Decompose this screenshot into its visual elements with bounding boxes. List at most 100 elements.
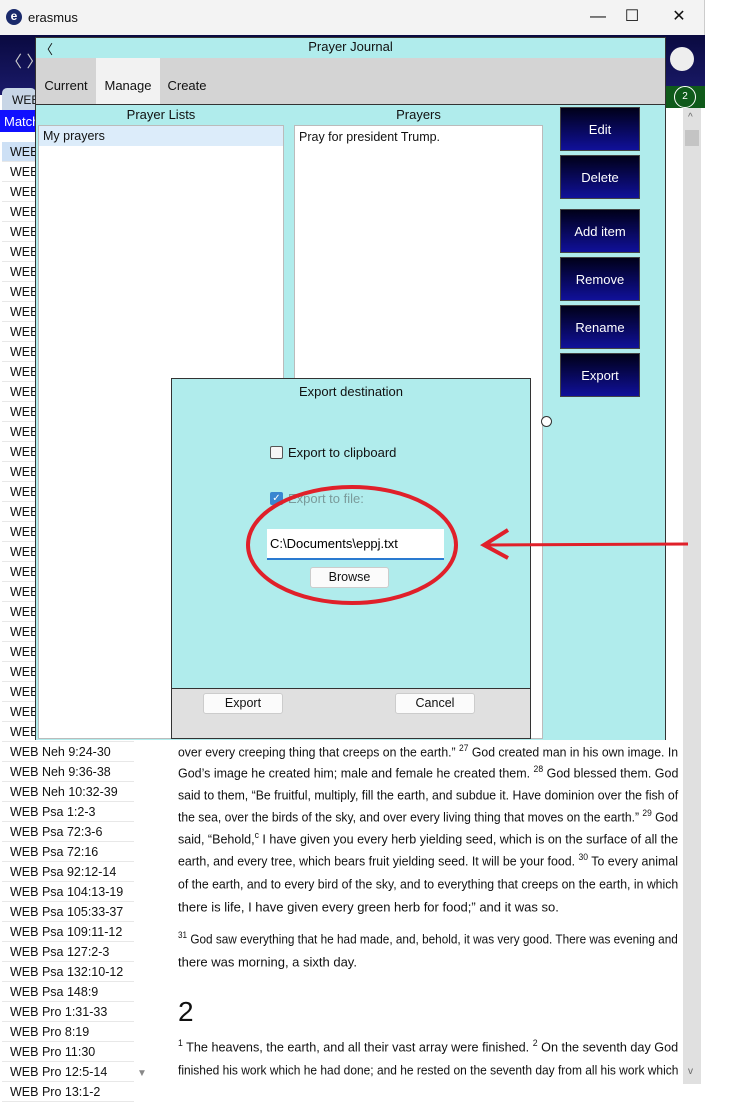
scroll-down-icon[interactable]: ▼ bbox=[137, 1068, 147, 1079]
clipboard-checkbox[interactable] bbox=[270, 446, 283, 459]
list-item[interactable]: WEB Pro 13:1-2 bbox=[2, 1082, 134, 1102]
verse-text: the sea, over the birds of the sky, and … bbox=[178, 809, 643, 825]
reader-line: the sea, over the birds of the sky, and … bbox=[178, 808, 678, 824]
verse-number: 2 bbox=[532, 1038, 538, 1048]
prayers-header: Prayers bbox=[396, 107, 441, 122]
add-item-button[interactable]: Add item bbox=[560, 209, 640, 253]
list-item[interactable]: WEB Psa 109:11-12 bbox=[2, 922, 134, 942]
verse-number: 1 bbox=[178, 1038, 183, 1048]
tab-create[interactable]: Create bbox=[167, 78, 207, 93]
list-item[interactable]: WEB Pro 1:31-33 bbox=[2, 1002, 134, 1022]
app-logo-icon: e bbox=[6, 9, 22, 25]
list-item[interactable]: WEB Neh 10:32-39 bbox=[2, 782, 134, 802]
remove-button[interactable]: Remove bbox=[560, 257, 640, 301]
list-item[interactable]: WEB Psa 132:10-12 bbox=[2, 962, 134, 982]
verse-number: 27 bbox=[459, 743, 469, 753]
match-header: Match bbox=[0, 110, 39, 132]
verse-text: God bbox=[651, 809, 679, 825]
edit-button[interactable]: Edit bbox=[560, 107, 640, 151]
verse-text: The heavens, the earth, and all their va… bbox=[182, 1039, 533, 1055]
rename-button[interactable]: Rename bbox=[560, 305, 640, 349]
reader-line: said, “Behold,c I have given you every h… bbox=[178, 830, 678, 846]
list-item[interactable]: WEB Psa 72:3-6 bbox=[2, 822, 134, 842]
export-button[interactable]: Export bbox=[203, 693, 283, 714]
scrollbar-thumb[interactable] bbox=[685, 130, 699, 146]
list-item[interactable]: WEB Pro 11:30 bbox=[2, 1042, 134, 1062]
verse-text: said to them, “Be fruitful, multiply, fi… bbox=[178, 787, 679, 803]
scroll-down-icon[interactable]: v bbox=[688, 1066, 693, 1077]
reader-line: finished his work which he had done; and… bbox=[178, 1061, 678, 1077]
list-item[interactable]: WEB Psa 1:2-3 bbox=[2, 802, 134, 822]
prayer-lists-header: Prayer Lists bbox=[126, 107, 196, 122]
reader-line: there was morning, a sixth day. bbox=[178, 953, 357, 969]
list-item[interactable]: WEB Psa 148:9 bbox=[2, 982, 134, 1002]
verse-number: c bbox=[254, 830, 259, 840]
tab-current[interactable]: Current bbox=[44, 78, 88, 93]
export-destination-dialog: Export destination Export to clipboard ✓… bbox=[171, 378, 531, 739]
chapter-number: 2 bbox=[178, 996, 194, 1027]
verse-text: On the seventh day God bbox=[537, 1039, 679, 1055]
list-item[interactable]: WEB Pro 8:19 bbox=[2, 1022, 134, 1042]
file-label: Export to file: bbox=[288, 491, 364, 506]
tab-web[interactable]: WEB bbox=[2, 88, 39, 110]
window-title: erasmus bbox=[28, 10, 78, 25]
verse-number: 30 bbox=[578, 852, 589, 862]
count-badge[interactable]: 2 bbox=[674, 86, 696, 108]
list-item[interactable]: WEB Psa 104:13-19 bbox=[2, 882, 134, 902]
verse-text: earth, and every tree, which bears fruit… bbox=[178, 853, 579, 869]
delete-button[interactable]: Delete bbox=[560, 155, 640, 199]
reader-scrollbar[interactable] bbox=[683, 108, 701, 1084]
close-button[interactable]: ✕ bbox=[672, 8, 686, 25]
clipboard-label: Export to clipboard bbox=[288, 445, 397, 460]
reader-line: earth, and every tree, which bears fruit… bbox=[178, 852, 678, 868]
list-item[interactable]: WEB Psa 72:16 bbox=[2, 842, 134, 862]
verse-text: God blessed them. God bbox=[543, 765, 679, 781]
list-item[interactable]: WEB Psa 127:2-3 bbox=[2, 942, 134, 962]
verse-text: said, “Behold, bbox=[178, 831, 255, 847]
list-item[interactable]: WEB Neh 9:24-30 bbox=[2, 742, 134, 762]
list-item[interactable]: WEB bbox=[2, 722, 134, 742]
verse-text: God created man in his own image. In bbox=[468, 744, 679, 760]
back-icon[interactable]: 〈 bbox=[40, 42, 54, 57]
dialog-title: Export destination bbox=[298, 384, 404, 399]
verse-text: there is life, I have given every green … bbox=[178, 899, 559, 915]
verse-number: 28 bbox=[533, 764, 544, 774]
avatar-icon[interactable] bbox=[670, 47, 694, 71]
file-checkbox[interactable]: ✓ bbox=[270, 492, 283, 505]
verse-number: 31 bbox=[178, 930, 188, 940]
list-item[interactable]: WEB Psa 92:12-14 bbox=[2, 862, 134, 882]
minimize-button[interactable]: — bbox=[590, 8, 606, 25]
maximize-button[interactable]: ☐ bbox=[624, 8, 640, 25]
radio-button[interactable] bbox=[541, 416, 552, 427]
export-list-button[interactable]: Export bbox=[560, 353, 640, 397]
window-titlebar: e erasmus — ☐ ✕ bbox=[0, 0, 705, 35]
tab-manage[interactable]: Manage bbox=[96, 58, 160, 104]
verse-text: over every creeping thing that creeps on… bbox=[178, 744, 460, 760]
verse-number: 29 bbox=[642, 808, 652, 818]
verse-text: there was morning, a sixth day. bbox=[178, 954, 357, 970]
verse-text: of the earth, and to every bird of the s… bbox=[178, 876, 679, 892]
cancel-button[interactable]: Cancel bbox=[395, 693, 475, 714]
verse-text: I have given you every herb yielding see… bbox=[258, 831, 679, 847]
reader-line: 31 God saw everything that he had made, … bbox=[178, 930, 678, 946]
dialog-title: Prayer Journal bbox=[308, 39, 393, 54]
browse-button[interactable]: Browse bbox=[310, 567, 389, 588]
list-item[interactable]: WEB Psa 105:33-37 bbox=[2, 902, 134, 922]
reader-line: there is life, I have given every green … bbox=[178, 898, 559, 914]
verse-text: To every animal bbox=[588, 853, 678, 869]
nav-arrows[interactable]: 〈 〉 bbox=[6, 54, 43, 71]
scroll-up-icon[interactable]: ^ bbox=[688, 112, 693, 123]
verse-text: finished his work which he had done; and… bbox=[178, 1062, 679, 1078]
reader-line: God’s image he created him; male and fem… bbox=[178, 764, 678, 780]
list-item[interactable]: WEB Pro 12:5-14 bbox=[2, 1062, 134, 1082]
dialog-footer: Export Cancel bbox=[172, 688, 530, 738]
list-item[interactable]: WEB Neh 9:36-38 bbox=[2, 762, 134, 782]
prayer-item[interactable]: Pray for president Trump. bbox=[299, 130, 441, 144]
reader-line: 1 The heavens, the earth, and all their … bbox=[178, 1038, 678, 1054]
list-item[interactable]: My prayers bbox=[39, 126, 283, 146]
reader-line: said to them, “Be fruitful, multiply, fi… bbox=[178, 786, 678, 802]
reader-line: of the earth, and to every bird of the s… bbox=[178, 875, 678, 891]
verse-text: God saw everything that he had made, and… bbox=[187, 931, 678, 947]
file-path-input[interactable] bbox=[267, 529, 444, 560]
reader-line: over every creeping thing that creeps on… bbox=[178, 743, 678, 759]
